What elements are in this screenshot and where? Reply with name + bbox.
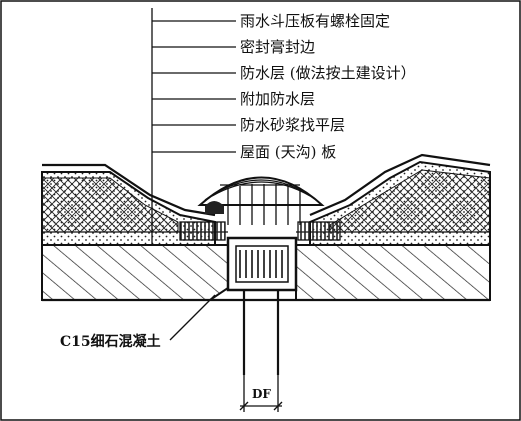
label-drain-plate-bolts: 雨水斗压板有螺栓固定 (240, 12, 390, 30)
label-c15-concrete: C15细石混凝土 (60, 333, 161, 350)
roof-slab (41, 244, 491, 302)
label-additional-waterproof: 附加防水层 (240, 90, 315, 108)
drain-body (226, 236, 298, 292)
waterproof-layer (42, 153, 491, 217)
pipe-dim-label: DF (252, 387, 271, 401)
clamp-plates (179, 221, 341, 241)
label-waterproof-layer: 防水层 (做法按土建设计） (240, 64, 416, 82)
drain-pipe (242, 290, 280, 375)
label-roof-slab: 屋面 (天沟) 板 (240, 143, 336, 161)
label-sealant-edge: 密封膏封边 (240, 38, 315, 56)
leader-lines (151, 8, 236, 341)
rain-drain-dome (197, 176, 325, 225)
pipe-dimension (239, 375, 283, 412)
label-mortar-screed: 防水砂浆找平层 (240, 116, 345, 134)
screed-mounds (41, 160, 491, 246)
